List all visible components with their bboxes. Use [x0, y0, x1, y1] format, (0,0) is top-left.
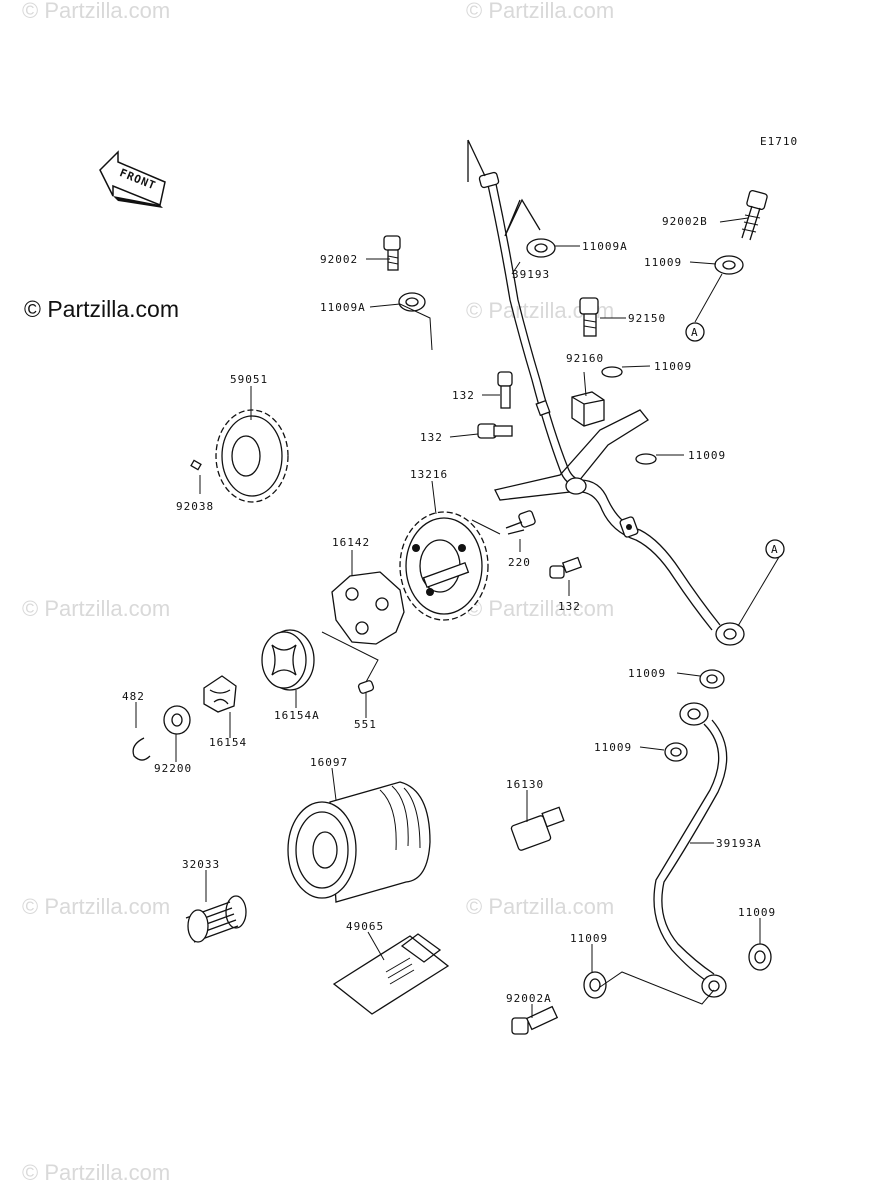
part-label-551: 551 — [354, 718, 377, 731]
part-label-92150: 92150 — [628, 312, 666, 325]
oil-filter-16097 — [287, 781, 431, 903]
part-label-11009: 11009 — [654, 360, 692, 373]
oil-pipe-39193A — [653, 702, 728, 998]
pump-body-16142 — [331, 571, 405, 645]
fitting-16130 — [510, 806, 565, 851]
part-label-16130: 16130 — [506, 778, 544, 791]
washer-11009-c — [635, 453, 657, 465]
part-label-11009A: 11009A — [582, 240, 628, 253]
reference-marker-a-top: A — [685, 322, 705, 342]
part-label-11009: 11009 — [644, 256, 682, 269]
watermark: © Partzilla.com — [22, 894, 171, 919]
clip-482 — [132, 737, 151, 761]
bolt-92002 — [383, 235, 401, 271]
gear-13216 — [399, 511, 489, 621]
reference-marker-a-bottom: A — [765, 539, 785, 559]
watermark: © Partzilla.com — [466, 0, 615, 23]
part-label-482: 482 — [122, 690, 145, 703]
part-label-132: 132 — [452, 389, 475, 402]
part-label-59051: 59051 — [230, 373, 268, 386]
part-label-16154: 16154 — [209, 736, 247, 749]
pin-551 — [357, 680, 375, 694]
part-label-92038: 92038 — [176, 500, 214, 513]
svg-text:A: A — [771, 543, 779, 556]
watermark: © Partzilla.com — [466, 596, 615, 621]
pipe-bracket — [494, 399, 649, 538]
washer-11009-f — [748, 943, 772, 971]
leader-lines — [135, 217, 780, 1018]
part-label-16154A: 16154A — [274, 709, 320, 722]
key-92038 — [190, 459, 202, 471]
svg-text:A: A — [691, 326, 699, 339]
block-92160 — [571, 391, 605, 427]
drawing-code: E1710 — [760, 135, 798, 148]
part-label-16142: 16142 — [332, 536, 370, 549]
front-arrow-icon: FRONT — [99, 150, 166, 208]
washer-11009-e — [664, 742, 688, 762]
part-label-11009: 11009 — [594, 741, 632, 754]
spring-32033 — [185, 895, 247, 943]
watermark: © Partzilla.com — [22, 596, 171, 621]
bolt-92002A — [511, 1005, 559, 1035]
washer-11009A-top — [526, 238, 556, 258]
bolt-92002B — [741, 189, 768, 241]
rotor-16154A — [261, 629, 315, 691]
part-label-11009A: 11009A — [320, 301, 366, 314]
part-label-39193: 39193 — [512, 268, 550, 281]
bolt-132-b — [477, 423, 513, 439]
washer-11009-b — [601, 366, 623, 378]
part-label-92002A: 92002A — [506, 992, 552, 1005]
bolt-220 — [505, 510, 536, 535]
part-label-11009: 11009 — [738, 906, 776, 919]
screen-49065 — [332, 933, 450, 1015]
gear-59051 — [215, 409, 289, 503]
part-label-13216: 13216 — [410, 468, 448, 481]
part-label-92200: 92200 — [154, 762, 192, 775]
watermark: © Partzilla.com — [22, 0, 171, 23]
oil-pipe-39193 — [467, 139, 745, 646]
washer-11009-a — [714, 255, 744, 275]
washer-92200 — [163, 705, 191, 735]
part-label-132: 132 — [420, 431, 443, 444]
part-label-92160: 92160 — [566, 352, 604, 365]
part-label-11009: 11009 — [688, 449, 726, 462]
bolt-132-c — [549, 556, 583, 579]
part-label-32033: 32033 — [182, 858, 220, 871]
washer-11009A-left — [398, 292, 426, 312]
bolt-92150 — [579, 297, 599, 337]
washer-11009-g — [583, 971, 607, 999]
part-label-132: 132 — [558, 600, 581, 613]
part-label-39193A: 39193A — [716, 837, 762, 850]
part-label-92002B: 92002B — [662, 215, 708, 228]
part-label-220: 220 — [508, 556, 531, 569]
part-label-11009: 11009 — [570, 932, 608, 945]
washer-11009-d — [699, 669, 725, 689]
part-label-16097: 16097 — [310, 756, 348, 769]
part-label-11009: 11009 — [628, 667, 666, 680]
watermark: © Partzilla.com — [466, 894, 615, 919]
part-label-49065: 49065 — [346, 920, 384, 933]
partzilla-brand: © Partzilla.com — [24, 296, 179, 322]
part-label-92002: 92002 — [320, 253, 358, 266]
rotor-16154 — [203, 675, 237, 713]
bolt-132-a — [497, 371, 513, 409]
